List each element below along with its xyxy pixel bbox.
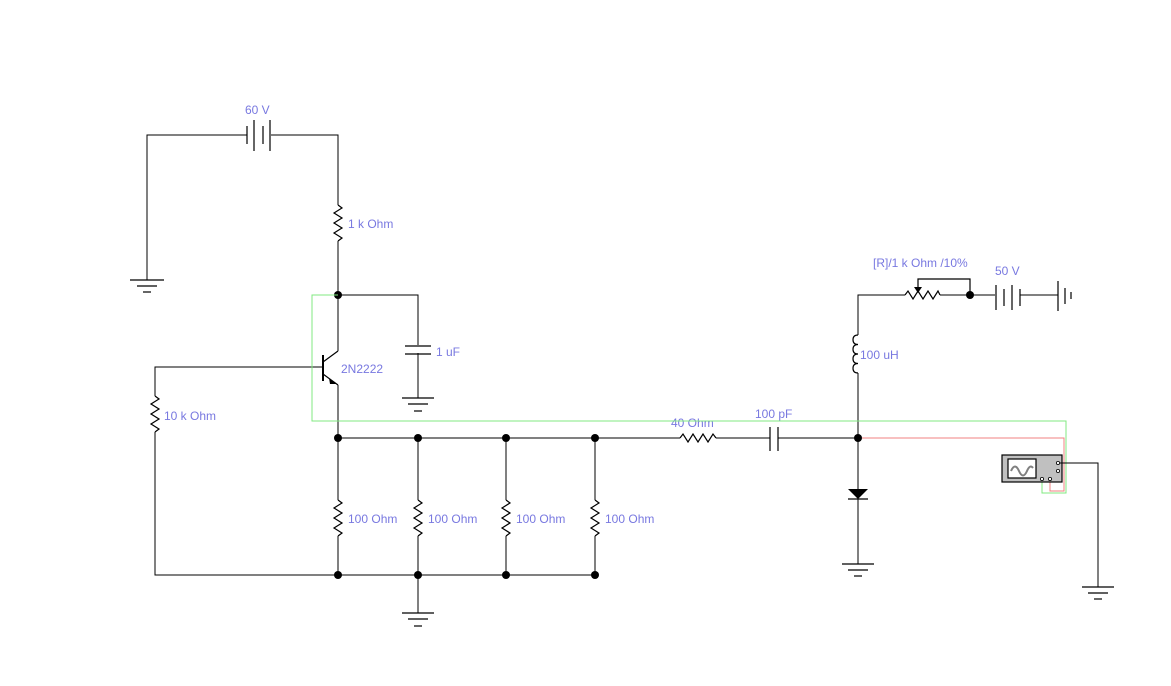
load-resistor-4-label: 100 Ohm xyxy=(605,512,654,526)
potentiometer-1k[interactable] xyxy=(904,278,971,301)
load-resistor-3[interactable] xyxy=(500,438,512,575)
capacitor-100pf-label: 100 pF xyxy=(755,407,792,421)
load-resistor-3-label: 100 Ohm xyxy=(516,512,565,526)
transistor-2n2222[interactable] xyxy=(322,350,339,438)
ground-symbol-bottom xyxy=(402,575,434,627)
inductor-100uh[interactable] xyxy=(852,334,859,374)
right-wires xyxy=(857,294,1058,564)
probe-wire-red[interactable] xyxy=(862,437,1065,492)
load-resistor-1[interactable] xyxy=(332,438,344,575)
resistor-10k[interactable] xyxy=(149,395,161,433)
load-resistor-4[interactable] xyxy=(589,438,601,575)
battery-50v[interactable] xyxy=(995,285,1021,310)
resistor-1k[interactable] xyxy=(332,204,344,242)
battery-60v[interactable] xyxy=(246,120,271,151)
ground-symbol-capacitor xyxy=(402,397,434,412)
junction xyxy=(591,434,599,442)
junction xyxy=(334,571,342,579)
capacitor-100pf[interactable] xyxy=(769,427,779,451)
ground-symbol-scope xyxy=(1082,586,1114,600)
junction xyxy=(414,434,422,442)
diode[interactable] xyxy=(848,489,868,500)
resistor-10k-label: 10 k Ohm xyxy=(164,409,216,423)
battery-60v-label: 60 V xyxy=(245,103,270,117)
ground-symbol-diode xyxy=(842,563,874,577)
probe-wire-green[interactable] xyxy=(311,294,1067,494)
junction-pot xyxy=(966,291,974,299)
supply-wires xyxy=(146,134,339,295)
collector-wires xyxy=(337,294,419,398)
junction xyxy=(502,434,510,442)
resistor-40-ohm[interactable] xyxy=(679,432,717,444)
scope-ground-wire xyxy=(1060,462,1099,587)
load-resistor-2-label: 100 Ohm xyxy=(428,512,477,526)
ground-symbol-rotated xyxy=(1057,281,1072,311)
junction xyxy=(334,434,342,442)
ground-symbol-left xyxy=(130,279,164,293)
battery-50v-label: 50 V xyxy=(995,264,1020,278)
load-resistor-2[interactable] xyxy=(412,438,424,575)
junction xyxy=(502,571,510,579)
capacitor-1uf-label: 1 uF xyxy=(436,345,460,359)
oscilloscope[interactable] xyxy=(1001,454,1063,483)
capacitor-1uf[interactable] xyxy=(405,345,431,355)
resistor-40-ohm-label: 40 Ohm xyxy=(671,416,714,430)
junction xyxy=(591,571,599,579)
junction-output xyxy=(854,434,862,442)
potentiometer-label: [R]/1 k Ohm /10% xyxy=(873,256,968,270)
transistor-label: 2N2222 xyxy=(341,362,383,376)
base-wires xyxy=(154,366,338,576)
inductor-100uh-label: 100 uH xyxy=(860,348,899,362)
sine-wave-icon xyxy=(1010,465,1034,477)
resistor-1k-label: 1 k Ohm xyxy=(348,217,393,231)
load-resistor-1-label: 100 Ohm xyxy=(348,512,397,526)
